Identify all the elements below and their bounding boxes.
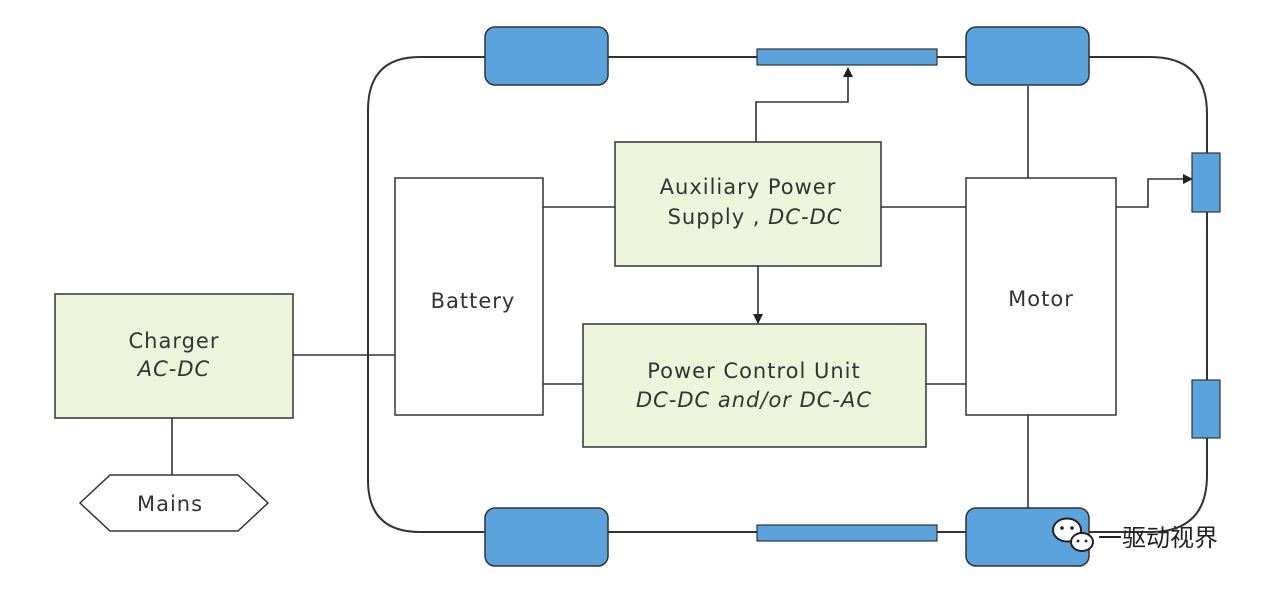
aux-supply-box [614,141,882,267]
power-control-unit-box [582,323,927,448]
battery-box [394,177,544,416]
power-control-unit-line2: DC-DC and/or DC-AC [636,388,872,412]
aux-to-top-panel-arrow [755,67,853,142]
aux-supply-line2-italic: DC-DC [768,205,842,229]
watermark-text: 一驱动视界 [1098,524,1218,552]
panel-side-lower [1191,379,1221,439]
panel-bottom [756,524,938,542]
wheel-top-right [965,26,1090,86]
battery-label: Battery [431,289,516,313]
panel-top [756,48,938,66]
mains-label: Mains [137,492,203,516]
wheel-top-left [484,26,609,86]
aux-supply-line1: Auxiliary Power [660,175,837,199]
power-control-unit-line1: Power Control Unit [647,359,861,383]
wechat-watermark: 一驱动视界 [1052,517,1218,552]
vehicle-bus-loop [367,56,1208,533]
aux-supply-line2: Supply , DC-DC [668,205,843,229]
panel-side-upper [1191,152,1221,213]
aux-supply-line2-prefix: Supply , [668,205,761,229]
wechat-icon [1052,517,1094,552]
mains-hexagon [78,474,270,532]
motor-box [965,177,1117,416]
wheel-bottom-left [484,507,609,567]
charger-box [54,293,294,419]
charger-title: Charger [129,329,220,353]
charger-subtitle: AC-DC [136,357,210,381]
motor-label: Motor [1008,287,1074,311]
